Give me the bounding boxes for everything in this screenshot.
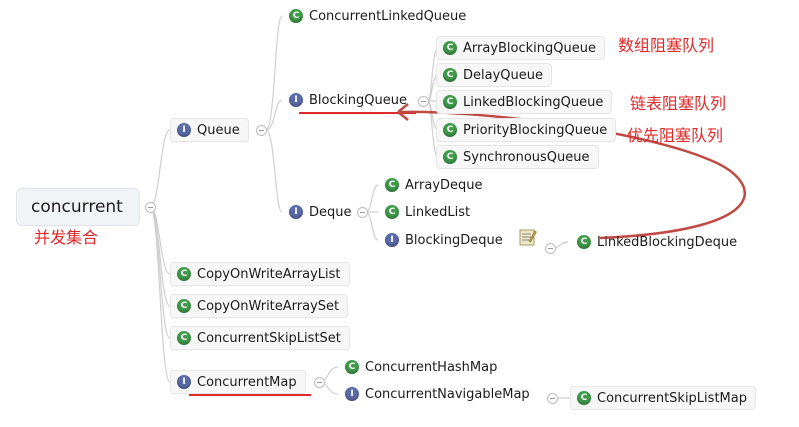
class-icon: C <box>385 178 399 192</box>
class-icon: C <box>385 205 399 219</box>
node-label: DelayQueue <box>463 67 543 83</box>
node-label: CopyOnWriteArraySet <box>197 298 340 314</box>
node-array-blocking-queue[interactable]: C ArrayBlockingQueue <box>436 36 605 60</box>
node-concurrent-map[interactable]: I ConcurrentMap <box>170 370 306 394</box>
interface-icon: I <box>289 205 303 219</box>
node-linked-list[interactable]: C LinkedList <box>378 200 479 224</box>
class-icon: C <box>177 331 191 345</box>
node-label: Queue <box>197 122 240 138</box>
node-linked-blocking-queue[interactable]: C LinkedBlockingQueue <box>436 90 613 114</box>
class-icon: C <box>577 391 591 405</box>
node-label: ConcurrentHashMap <box>365 359 498 375</box>
collapse-toggle-deque[interactable] <box>357 207 368 218</box>
class-icon: C <box>443 68 457 82</box>
node-label: ConcurrentLinkedQueue <box>309 8 467 24</box>
node-label: BlockingQueue <box>309 92 407 108</box>
class-icon: C <box>443 95 457 109</box>
class-icon: C <box>345 360 359 374</box>
node-concurrent-navigable-map[interactable]: I ConcurrentNavigableMap <box>338 382 539 406</box>
node-linked-blocking-deque[interactable]: C LinkedBlockingDeque <box>570 230 746 254</box>
node-label: ConcurrentSkipListMap <box>597 390 747 406</box>
node-priority-blocking-queue[interactable]: C PriorityBlockingQueue <box>436 118 617 142</box>
node-label: LinkedList <box>405 204 471 220</box>
class-icon: C <box>443 150 457 164</box>
collapse-toggle-queue[interactable] <box>256 125 267 136</box>
node-label: BlockingDeque <box>405 232 503 248</box>
node-label: ArrayDeque <box>405 177 483 193</box>
node-copy-on-write-array-list[interactable]: C CopyOnWriteArrayList <box>170 262 350 286</box>
node-label: LinkedBlockingDeque <box>597 234 738 250</box>
interface-icon: I <box>289 93 303 107</box>
node-label: SynchronousQueue <box>463 149 590 165</box>
class-icon: C <box>577 235 591 249</box>
collapse-toggle-blocking-queue[interactable] <box>418 96 429 107</box>
collapse-toggle-root[interactable] <box>145 202 156 213</box>
class-icon: C <box>177 267 191 281</box>
collapse-toggle-blocking-deque[interactable] <box>545 243 556 254</box>
interface-icon: I <box>177 375 191 389</box>
node-label: LinkedBlockingQueue <box>463 94 604 110</box>
node-concurrent-skip-list-set[interactable]: C ConcurrentSkipListSet <box>170 326 350 350</box>
node-delay-queue[interactable]: C DelayQueue <box>436 63 552 87</box>
node-label: ConcurrentMap <box>197 374 297 390</box>
node-blocking-deque[interactable]: I BlockingDeque <box>378 228 512 252</box>
node-blocking-queue[interactable]: I BlockingQueue <box>282 88 416 112</box>
interface-icon: I <box>385 233 399 247</box>
annotation-array-blocking-queue: 数组阻塞队列 <box>618 36 715 55</box>
node-concurrent-hash-map[interactable]: C ConcurrentHashMap <box>338 355 506 379</box>
class-icon: C <box>289 9 303 23</box>
node-label: PriorityBlockingQueue <box>463 122 608 138</box>
node-label: CopyOnWriteArrayList <box>197 266 341 282</box>
root-node-concurrent[interactable]: concurrent <box>16 188 140 226</box>
node-copy-on-write-array-set[interactable]: C CopyOnWriteArraySet <box>170 294 349 318</box>
root-note: 并发集合 <box>34 228 99 247</box>
node-synchronous-queue[interactable]: C SynchronousQueue <box>436 145 599 169</box>
node-deque[interactable]: I Deque <box>282 200 361 224</box>
underline-marks <box>189 112 416 396</box>
interface-icon: I <box>177 123 191 137</box>
relation-arrow <box>397 103 746 240</box>
note-icon[interactable] <box>519 228 537 246</box>
annotation-priority-blocking-queue: 优先阻塞队列 <box>627 126 724 145</box>
node-label: ConcurrentNavigableMap <box>365 386 530 402</box>
node-array-deque[interactable]: C ArrayDeque <box>378 173 492 197</box>
collapse-toggle-concurrent-map[interactable] <box>314 377 325 388</box>
node-label: ArrayBlockingQueue <box>463 40 596 56</box>
class-icon: C <box>177 299 191 313</box>
class-icon: C <box>443 123 457 137</box>
node-queue[interactable]: I Queue <box>170 118 249 142</box>
annotation-linked-blocking-queue: 链表阻塞队列 <box>630 94 727 113</box>
interface-icon: I <box>345 387 359 401</box>
node-concurrent-skip-list-map[interactable]: C ConcurrentSkipListMap <box>570 386 756 410</box>
node-label: Deque <box>309 204 352 220</box>
class-icon: C <box>443 41 457 55</box>
node-concurrent-linked-queue[interactable]: C ConcurrentLinkedQueue <box>282 4 475 28</box>
node-label: ConcurrentSkipListSet <box>197 330 341 346</box>
root-label: concurrent <box>31 197 123 217</box>
collapse-toggle-concurrent-navigable-map[interactable] <box>547 393 558 404</box>
